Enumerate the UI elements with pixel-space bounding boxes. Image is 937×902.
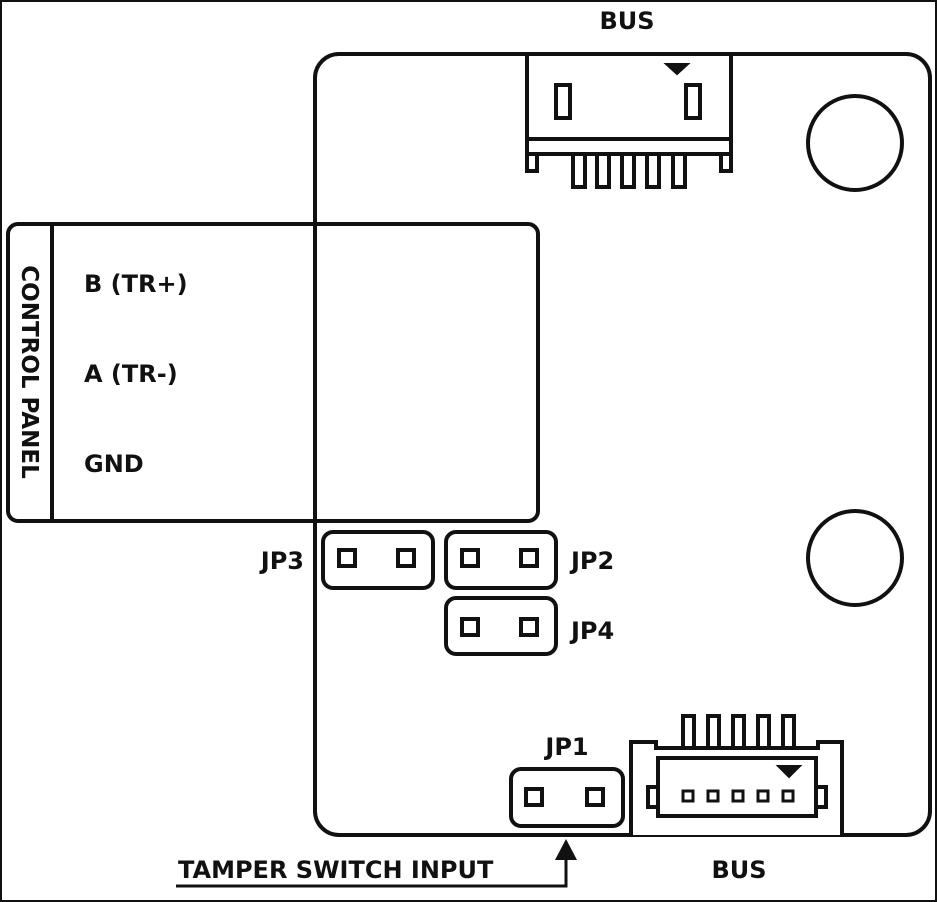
mounting-hole-bottom	[806, 509, 904, 607]
tamper-switch-label: TAMPER SWITCH INPUT	[178, 856, 494, 884]
control-panel-block	[6, 222, 540, 523]
terminal-a-label: A (TR-)	[84, 360, 178, 388]
bus-connector-bottom	[629, 714, 844, 835]
bus-connector-top	[525, 52, 733, 189]
bus-bottom-label: BUS	[711, 856, 766, 884]
jumper-jp2	[444, 530, 558, 590]
terminal-b-label: B (TR+)	[84, 270, 188, 298]
jumper-jp3	[321, 530, 435, 590]
tamper-input-line	[176, 858, 568, 888]
jp4-label: JP4	[569, 617, 614, 645]
jp2-label: JP2	[569, 547, 614, 575]
jumper-jp1	[509, 767, 625, 828]
tamper-input-arrow	[555, 839, 577, 860]
pin1-marker-top	[663, 63, 691, 76]
jumper-jp4	[444, 596, 558, 656]
bus-top-label: BUS	[599, 7, 654, 35]
terminal-gnd-label: GND	[84, 450, 144, 478]
jp3-label: JP3	[259, 547, 304, 575]
mounting-hole-top	[806, 94, 904, 192]
pin1-marker-bottom	[775, 765, 803, 779]
jp1-label: JP1	[543, 733, 588, 761]
control-panel-label: CONTROL PANEL	[16, 265, 42, 479]
